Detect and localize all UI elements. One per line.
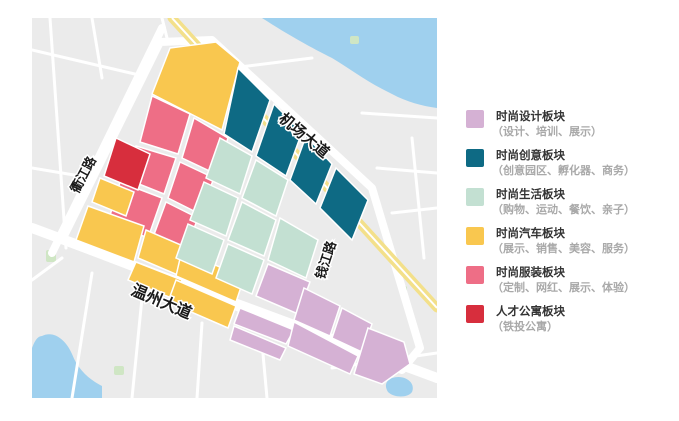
pond-water [385,376,413,397]
legend-swatch [466,149,484,167]
legend-swatch [466,266,484,284]
legend-title: 时尚设计板块 [496,109,565,123]
block-auto [167,278,237,330]
block-life [267,216,319,280]
legend-item-talent: 人才公寓板块 （铁投公寓） [466,303,671,336]
legend-item-apparel: 时尚服装板块 （定制、网红、展示、体验） [466,264,671,297]
block-auto [91,177,135,217]
block-design [233,307,296,345]
legend-subtitle: （购物、运动、餐饮、亲子） [492,203,635,216]
legend-title: 时尚创意板块 [496,148,565,162]
block-life [241,158,289,218]
block-auto [75,205,145,263]
block-life [227,200,277,258]
legend-swatch [466,188,484,206]
legend-subtitle: （定制、网红、展示、体验） [492,281,635,294]
block-design [353,327,411,385]
block-creative [319,166,369,242]
block-creative [223,66,271,154]
hengjiang-road-line [48,24,166,257]
legend-title: 时尚生活板块 [496,187,565,201]
legend-title: 时尚服装板块 [496,265,565,279]
legend-subtitle: （创意园区、孵化器、商务） [492,164,635,177]
legend-subtitle: （设计、培训、展示） [492,125,602,138]
block-creative [255,102,303,178]
lake-water [32,334,102,398]
legend-title: 时尚汽车板块 [496,226,565,240]
legend-item-design: 时尚设计板块 （设计、培训、展示） [466,108,671,141]
legend-item-auto: 时尚汽车板块 （展示、销售、美容、服务） [466,225,671,258]
block-life [175,222,225,276]
block-design [293,286,341,338]
block-creative [289,134,333,206]
river-water [262,18,437,108]
block-life [189,180,239,238]
block-life [205,136,253,196]
legend-subtitle: （展示、销售、美容、服务） [492,242,635,255]
block-design [229,324,288,361]
district-map: 机场大道 温州大道 衢江路 钱江路 [32,18,437,398]
block-apparel [139,94,191,155]
park-area [350,36,359,44]
legend-swatch [466,227,484,245]
legend-swatch [466,110,484,128]
block-talent [103,136,151,191]
legend-title: 人才公寓板块 [496,304,565,318]
legend-swatch [466,305,484,323]
block-life [215,242,265,296]
legend-item-life: 时尚生活板块 （购物、运动、餐饮、亲子） [466,186,671,219]
block-design [287,320,359,375]
park-area [114,366,124,375]
legend-item-creative: 时尚创意板块 （创意园区、孵化器、商务） [466,147,671,180]
legend-subtitle: （铁投公寓） [492,320,558,333]
block-auto [151,41,241,132]
legend: 时尚设计板块 （设计、培训、展示） 时尚创意板块 （创意园区、孵化器、商务） 时… [466,108,671,342]
